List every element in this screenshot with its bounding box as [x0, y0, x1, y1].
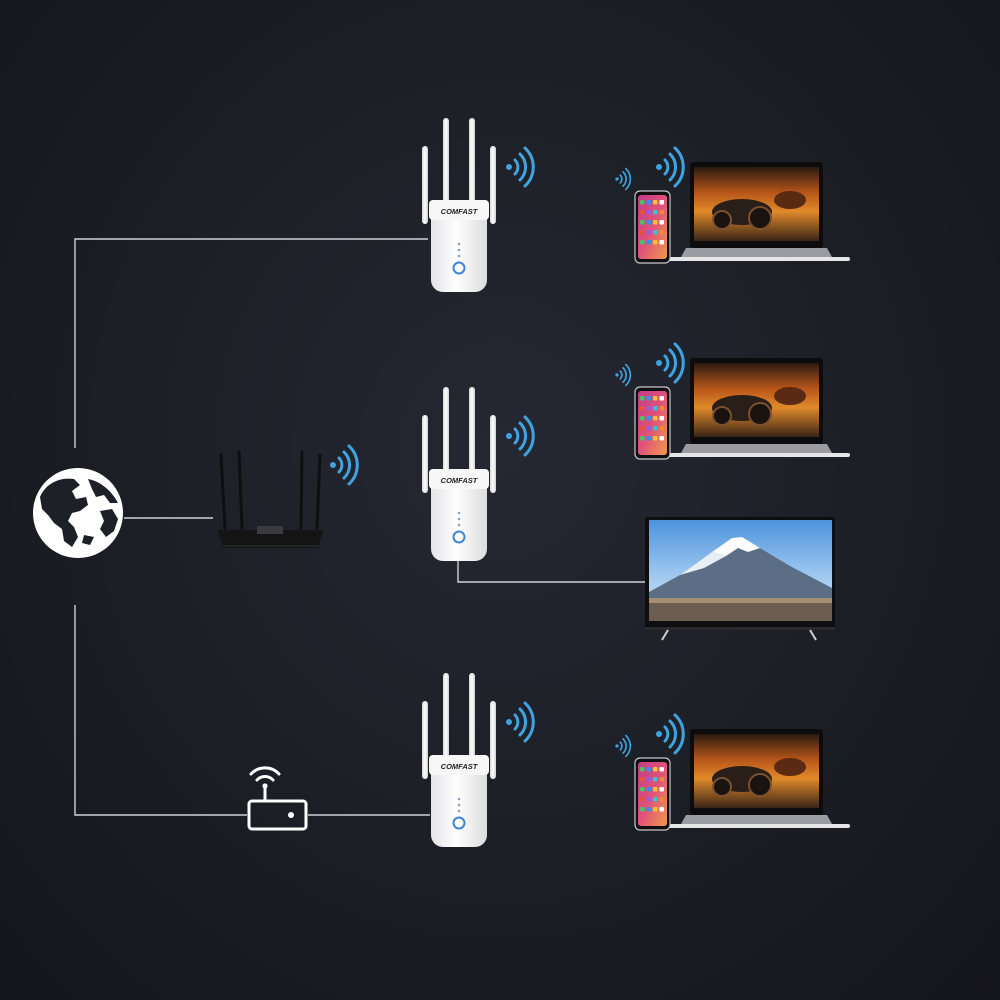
wifi-signal-icon [615, 167, 632, 191]
tv-icon [645, 517, 835, 641]
wifi-signal-icon [506, 701, 535, 743]
wifi-modem-icon [247, 766, 308, 831]
phone-icon [615, 734, 671, 831]
client-devices [615, 146, 850, 831]
globe-icon [33, 468, 123, 558]
brand-label: COMFAST [441, 207, 479, 216]
wifi-signal-icon [506, 146, 535, 188]
line-extender-middle-to-tv [457, 560, 645, 583]
wifi-signal-icon [656, 146, 685, 188]
laptop-icon [656, 342, 850, 457]
brand-label: COMFAST [441, 476, 479, 485]
laptop-and-phone-middle [615, 342, 850, 460]
wifi-signal-icon [656, 713, 685, 755]
wifi-extender-bottom: COMFAST [422, 673, 535, 847]
laptop-and-phone-bottom [615, 713, 850, 831]
brand-label: COMFAST [441, 762, 479, 771]
laptop-and-phone-top [615, 146, 850, 264]
wifi-signal-icon [615, 734, 632, 758]
laptop-icon [656, 713, 850, 828]
line-internet-to-modem [74, 605, 247, 816]
wifi-extenders: COMFAST COMFAST COMFAST [422, 118, 535, 847]
wifi-signal-icon [506, 415, 535, 457]
wifi-extender-middle: COMFAST [422, 387, 535, 561]
wifi-signal-icon [615, 363, 632, 387]
wifi-extender-top: COMFAST [422, 118, 535, 292]
line-internet-to-extender-top [74, 238, 428, 448]
connector-lines [74, 238, 645, 816]
router-icon [218, 450, 323, 548]
phone-icon [615, 363, 671, 460]
wifi-signal-icon [656, 342, 685, 384]
wifi-signal-icon [330, 444, 359, 486]
laptop-icon [656, 146, 850, 261]
phone-icon [615, 167, 671, 264]
